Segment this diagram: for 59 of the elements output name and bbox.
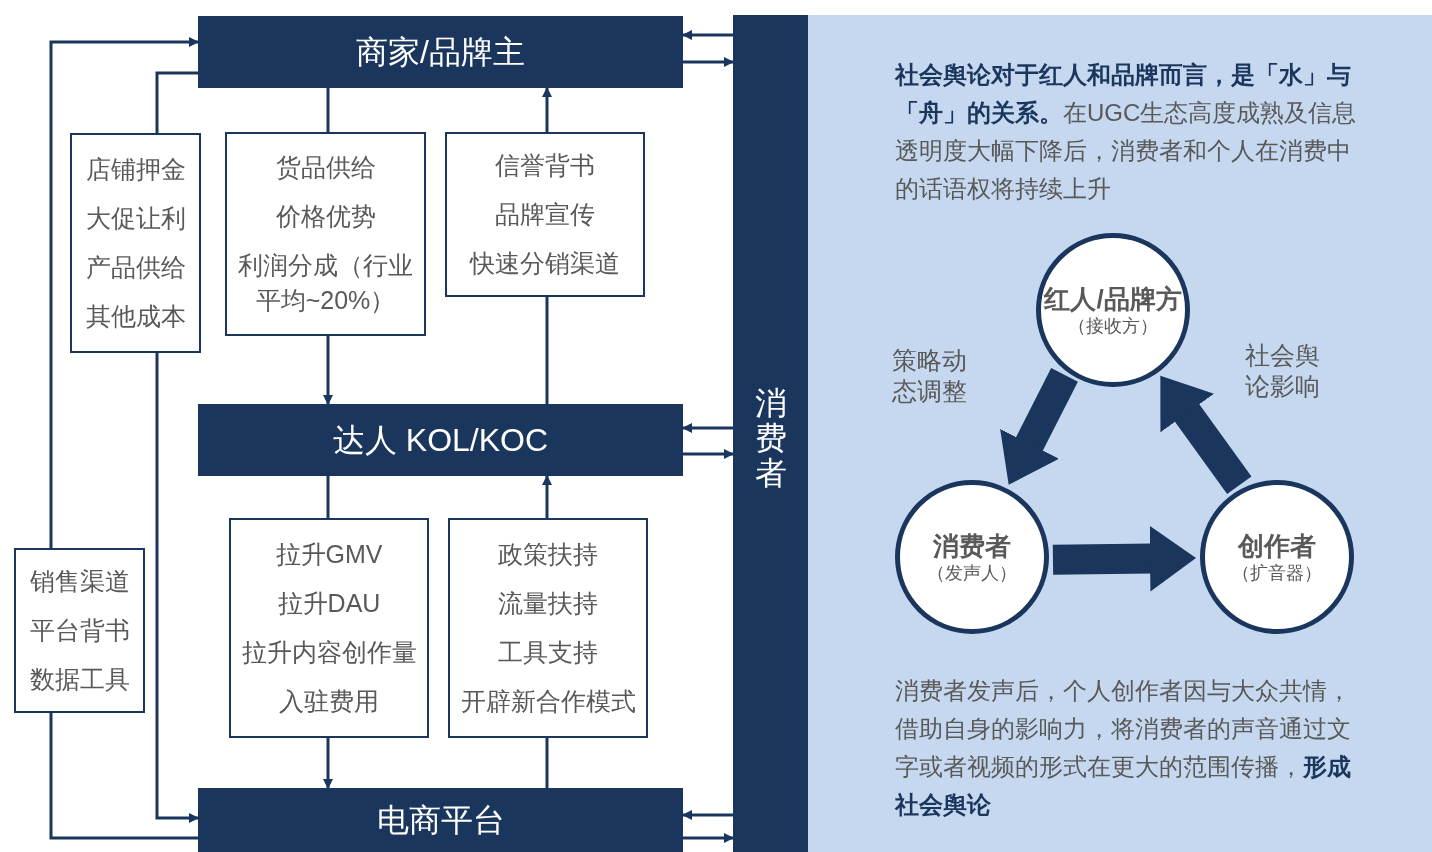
list-item: 品牌宣传	[495, 199, 595, 230]
arrow	[683, 57, 734, 67]
list-item: 快速分销渠道	[470, 248, 620, 279]
edge-label: 社会舆论影响	[1245, 340, 1321, 403]
actor-title: 消费者	[754, 385, 787, 492]
arrow	[323, 336, 333, 405]
arrow	[542, 87, 552, 132]
arrow	[683, 449, 734, 459]
arrow	[682, 30, 733, 40]
role-subtitle: （接收方）	[1068, 315, 1158, 338]
list-item: 政策扶持	[498, 539, 598, 570]
role-title: 消费者	[933, 529, 1011, 562]
list-item: 数据工具	[29, 664, 130, 695]
list-item: 货品供给	[275, 152, 376, 183]
role-title: 创作者	[1238, 529, 1316, 562]
item-list-box	[448, 518, 648, 738]
note-paragraph: 社会舆论对于红人和品牌而言，是「水」与「舟」的关系。在UGC生态高度成熟及信息透明度大幅下降后，消费者和个人在消费中的话语权将持续上升	[895, 60, 1358, 204]
arrow	[682, 423, 733, 433]
actor-title: 电商平台	[376, 804, 505, 836]
item-list-box	[229, 518, 429, 738]
block-arrow	[1052, 525, 1196, 592]
list-item: 工具支持	[498, 637, 598, 668]
list-item: 开辟新合作模式	[460, 686, 636, 717]
list-item: 大促让利	[85, 203, 186, 234]
arrow	[682, 810, 733, 820]
consumer-bar	[733, 15, 808, 852]
role-title: 红人/品牌方	[1044, 282, 1182, 315]
list-item: 入驻费用	[279, 686, 379, 717]
list-item: 拉升DAU	[277, 588, 381, 619]
list-item: 信誉背书	[495, 150, 595, 181]
role-subtitle: （扩音器）	[1232, 562, 1322, 585]
actor-bar	[198, 16, 683, 88]
list-item: 流量扶持	[498, 588, 598, 619]
arrow	[542, 475, 552, 518]
item-list-box	[14, 548, 145, 713]
list-item: 价格优势	[275, 201, 376, 232]
edge-label: 策略动态调整	[892, 345, 968, 408]
note-paragraph: 消费者发声后，个人创作者因与大众共情，借助自身的影响力，将消费者的声音通过文字或者视频的形式在更大的范围传播，形成社会舆论	[895, 676, 1352, 820]
actor-bar	[198, 404, 683, 476]
actor-title: 达人 KOL/KOC	[332, 424, 549, 456]
arrow	[49, 37, 199, 548]
item-list-box	[225, 132, 426, 336]
item-list-box	[70, 133, 201, 353]
arrow	[683, 833, 734, 843]
actor-title: 商家/品牌主	[356, 36, 525, 68]
block-arrow	[1160, 375, 1252, 495]
list-item: 平台背书	[29, 615, 130, 646]
list-item: 其他成本	[85, 301, 186, 332]
arrow	[155, 353, 199, 823]
list-item: 拉升内容创作量	[241, 637, 417, 668]
list-item: 利润分成（行业平均~20%）	[237, 250, 414, 316]
list-item: 产品供给	[85, 252, 186, 283]
list-item: 店铺押金	[85, 154, 186, 185]
actor-bar	[198, 788, 683, 852]
role-subtitle: （发声人）	[927, 562, 1017, 585]
list-item: 销售渠道	[29, 566, 130, 597]
item-list-box	[445, 132, 645, 297]
list-item: 拉升GMV	[275, 539, 383, 570]
arrow	[323, 738, 333, 789]
